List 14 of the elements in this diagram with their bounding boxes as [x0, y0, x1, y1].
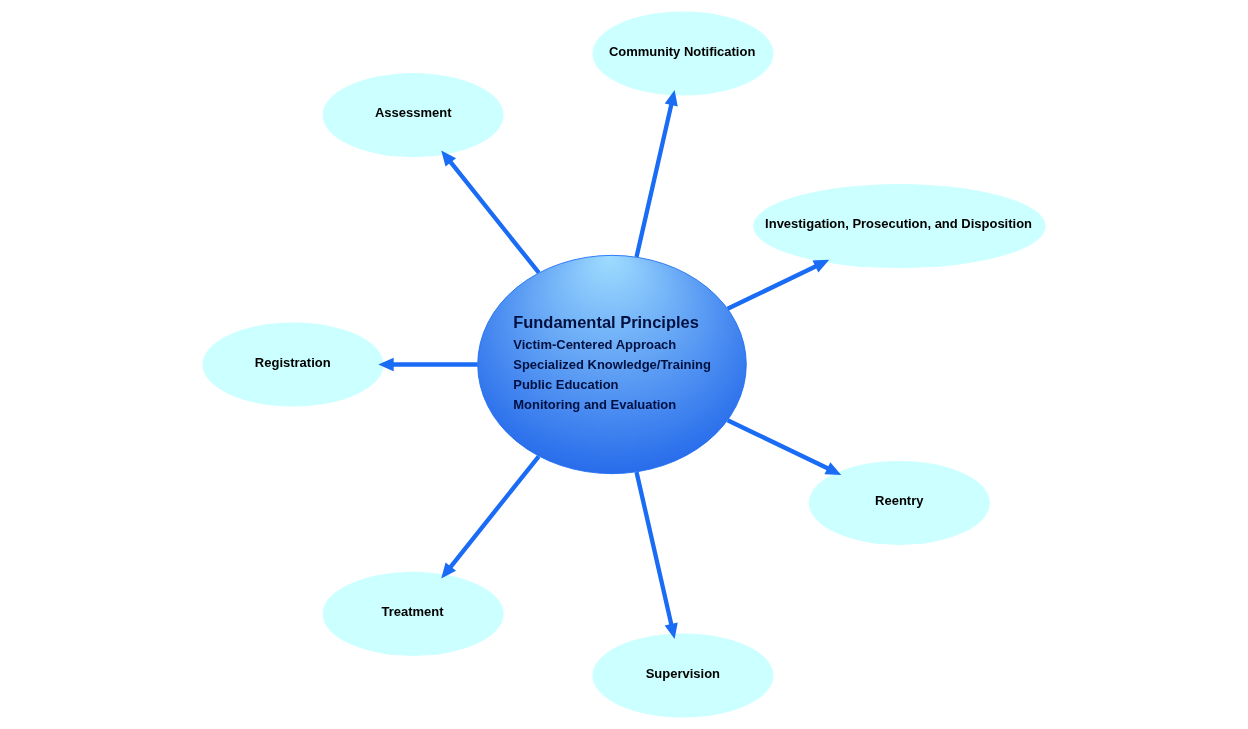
arrow	[378, 357, 478, 372]
arrow	[441, 454, 541, 579]
arrow	[726, 418, 842, 475]
arrow	[634, 90, 678, 258]
arrow	[634, 471, 678, 639]
node-ellipse: Treatment	[322, 571, 504, 656]
node-ellipse: Fundamental Principles Victim-Centered Approach Specialized Knowledge/Training Public Education Monitoring and Evaluation	[477, 254, 747, 475]
node-ellipse: Supervision	[592, 633, 774, 718]
node-ellipse: Assessment	[322, 73, 504, 158]
node-ellipse: Community Notification	[592, 11, 774, 96]
arrow	[441, 150, 541, 275]
node-ellipse: Investigation, Prosecution, and Disposition	[753, 184, 1046, 269]
node-ellipse: Registration	[202, 322, 384, 407]
arrow	[726, 259, 830, 311]
